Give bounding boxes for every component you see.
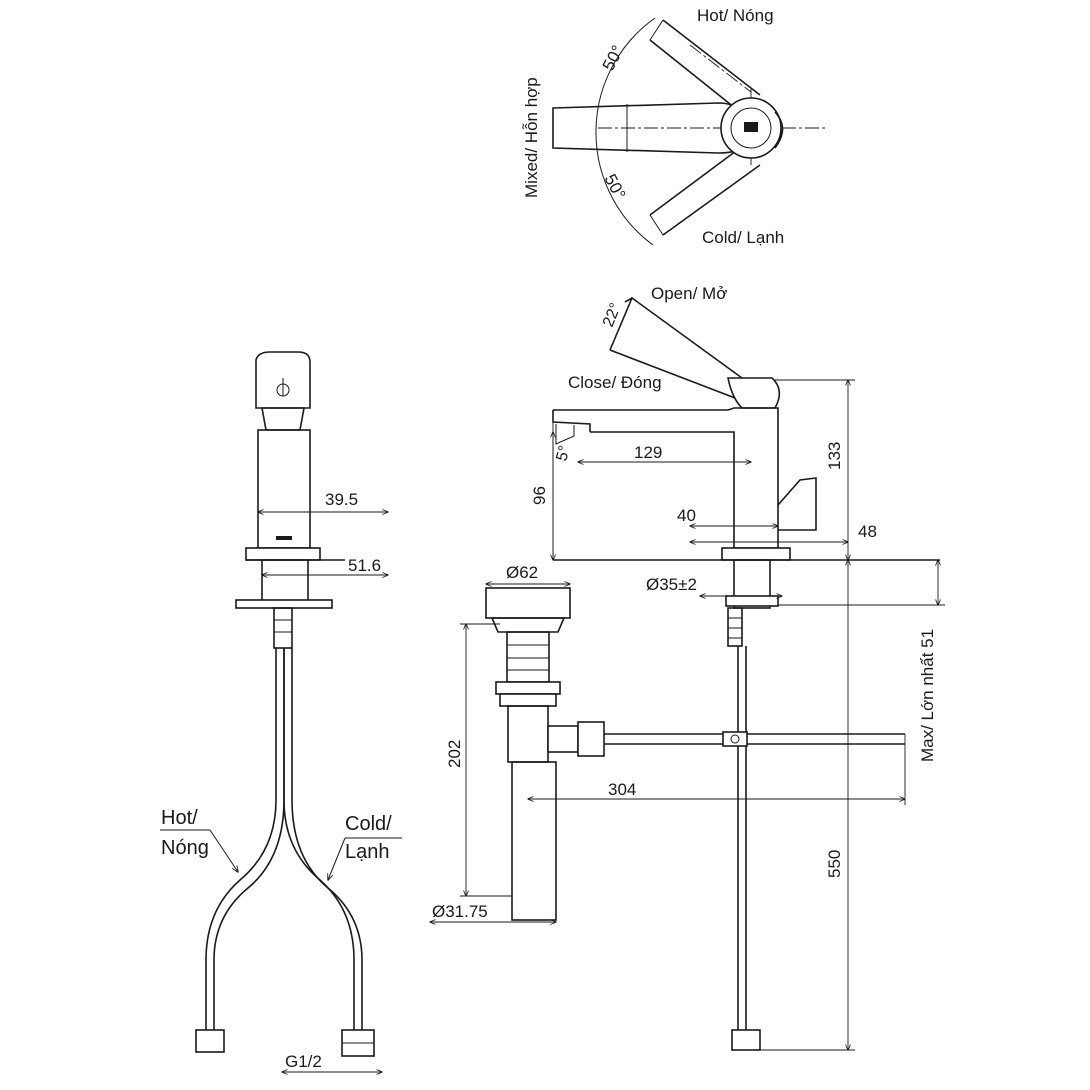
dim-48: 48: [858, 522, 877, 541]
drain-assembly: Ø62 202 Ø31.75: [430, 563, 605, 922]
front-handle: [255, 351, 311, 409]
hose-hot: [205, 648, 277, 1030]
dim-62: Ø62: [506, 563, 538, 582]
angle-cold: 50°: [600, 171, 629, 203]
drain-tailpipe: [511, 761, 557, 921]
logo-mark: [744, 122, 758, 132]
dim-516: 51.6: [348, 556, 381, 575]
label-mixed: Mixed/ Hỗn hợp: [522, 77, 541, 198]
side-nut: [731, 1029, 761, 1051]
nut-hot: [195, 1029, 225, 1053]
dim-304: 304: [608, 780, 636, 799]
front-base: [245, 547, 321, 561]
drain-thread: [506, 631, 550, 683]
dim-35: Ø35±2: [646, 575, 697, 594]
label-close: Close/ Đóng: [568, 373, 662, 392]
drain-body: [507, 705, 549, 763]
dim-129: 129: [634, 443, 662, 462]
drain-cap: [485, 587, 571, 619]
handle-hot: [649, 19, 761, 113]
label-open: Open/ Mở: [651, 284, 727, 303]
angle-hot: 50°: [599, 42, 628, 74]
front-body: [257, 429, 311, 549]
faucet-body: [553, 407, 779, 549]
label-hot-line1: Hot/: [161, 807, 198, 829]
dim-550: 550: [825, 850, 844, 878]
dim-3175: Ø31.75: [432, 902, 488, 921]
hose-cold: [283, 648, 355, 1030]
label-hot-line2: Nóng: [161, 837, 209, 859]
dim-96: 96: [530, 486, 549, 505]
label-cold-line2: Lạnh: [345, 841, 390, 863]
front-view: 39.5 51.6 G1/2 Hot/ Nóng Cold/ Lạnh: [160, 351, 402, 1072]
lever-open: [609, 296, 743, 399]
rotation-arc: [595, 17, 656, 246]
front-logo: [276, 536, 292, 540]
side-view: 96 129 5° 133 40 48 Ø35±2 Max/ Lớn nhất …: [528, 284, 945, 1051]
angle-spout: 5°: [553, 444, 573, 463]
base-plate: [721, 547, 791, 561]
top-view: Hot/ Nóng Cold/ Lạnh Mixed/ Hỗn hợp 50° …: [522, 6, 828, 247]
label-hot: Hot/ Nóng: [697, 6, 774, 25]
lever-closed: [727, 377, 781, 409]
dim-g12: G1/2: [285, 1052, 322, 1071]
dim-max51: Max/ Lớn nhất 51: [918, 629, 937, 762]
dim-133: 133: [825, 442, 844, 470]
dim-395: 39.5: [325, 490, 358, 509]
label-cold-line1: Cold/: [345, 813, 392, 835]
handle-cold: [649, 147, 761, 236]
dim-202: 202: [445, 740, 464, 768]
dim-40: 40: [677, 506, 696, 525]
side-button: [777, 477, 817, 531]
label-cold: Cold/ Lạnh: [702, 228, 784, 247]
